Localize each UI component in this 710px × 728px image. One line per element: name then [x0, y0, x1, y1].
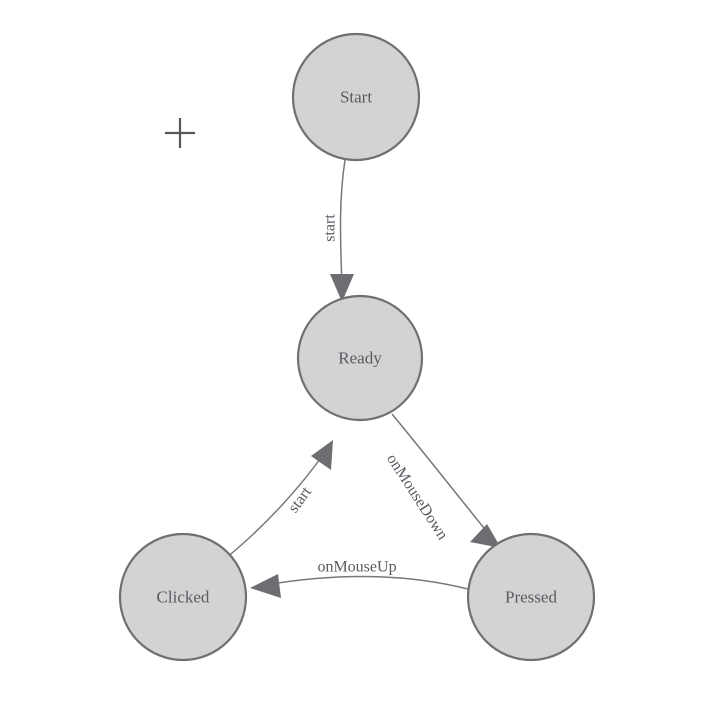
node-start[interactable]: Start [291, 32, 421, 162]
arrowhead-icon-start-to-ready [330, 274, 354, 302]
node-clicked[interactable]: Clicked [118, 532, 248, 662]
edge-start-to-ready[interactable]: start [322, 159, 355, 302]
arrowhead-icon-pressed-to-clicked [250, 574, 281, 598]
edge-pressed-to-clicked[interactable]: onMouseUp [250, 559, 469, 599]
arrowhead-icon-clicked-to-ready [311, 440, 333, 470]
edge-path-ready-to-pressed [391, 413, 493, 539]
node-label-pressed: Pressed [505, 588, 557, 607]
node-ready[interactable]: Ready [296, 294, 424, 422]
edge-path-pressed-to-clicked [264, 575, 469, 590]
node-circle-clicked[interactable] [118, 532, 248, 662]
edge-label-group-pressed-to-clicked: onMouseUp [317, 559, 396, 576]
edge-label-group-start-to-ready: start [322, 214, 339, 242]
node-label-start: Start [340, 88, 372, 107]
arrowhead-icon-ready-to-pressed [470, 524, 501, 548]
node-label-ready: Ready [338, 349, 382, 368]
edge-path-start-to-ready [339, 159, 346, 289]
edge-label-group-clicked-to-ready: start [285, 483, 315, 516]
edge-label-start-to-ready: start [322, 214, 339, 242]
edge-path-clicked-to-ready [225, 451, 326, 559]
node-circle-ready[interactable] [296, 294, 424, 422]
edge-clicked-to-ready[interactable]: start [225, 440, 333, 559]
node-circle-start[interactable] [291, 32, 421, 162]
crosshair-icon [165, 118, 195, 148]
edge-label-group-ready-to-pressed: onMouseDown [383, 451, 451, 543]
edge-label-pressed-to-clicked: onMouseUp [317, 559, 396, 576]
node-label-clicked: Clicked [157, 588, 210, 607]
edge-label-ready-to-pressed: onMouseDown [383, 451, 451, 543]
edge-ready-to-pressed[interactable]: onMouseDown [383, 413, 501, 548]
node-pressed[interactable]: Pressed [466, 532, 596, 662]
edge-label-clicked-to-ready: start [285, 483, 315, 516]
node-circle-pressed[interactable] [466, 532, 596, 662]
